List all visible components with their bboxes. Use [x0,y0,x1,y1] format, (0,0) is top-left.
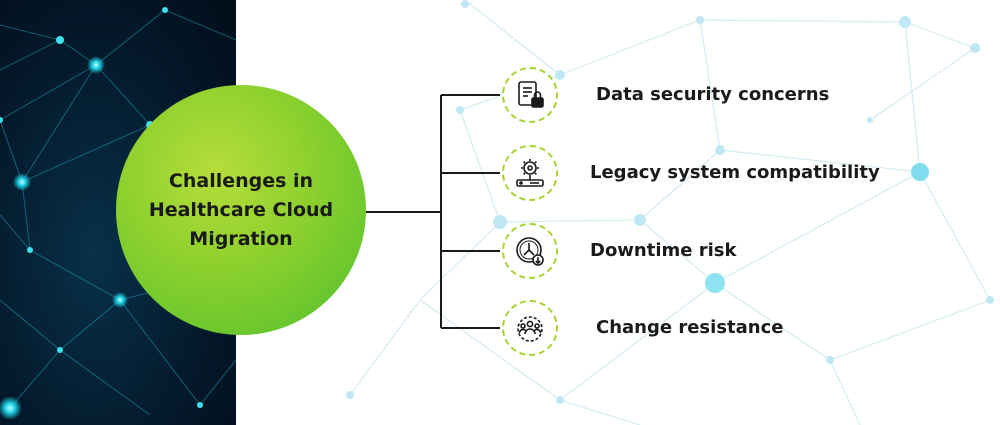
item-label-legacy-compatibility: Legacy system compatibility [590,162,880,183]
central-topic-title: Challenges in Healthcare Cloud Migration [148,169,334,250]
gear-server-icon [502,145,558,201]
people-gear-icon [502,300,558,356]
item-label-data-security: Data security concerns [596,84,830,105]
item-label-change-resistance: Change resistance [596,317,784,338]
central-topic-circle: Challenges in Healthcare Cloud Migration [116,85,366,335]
document-lock-icon [502,67,558,123]
item-label-downtime-risk: Downtime risk [590,240,737,261]
clock-download-icon [502,223,558,279]
